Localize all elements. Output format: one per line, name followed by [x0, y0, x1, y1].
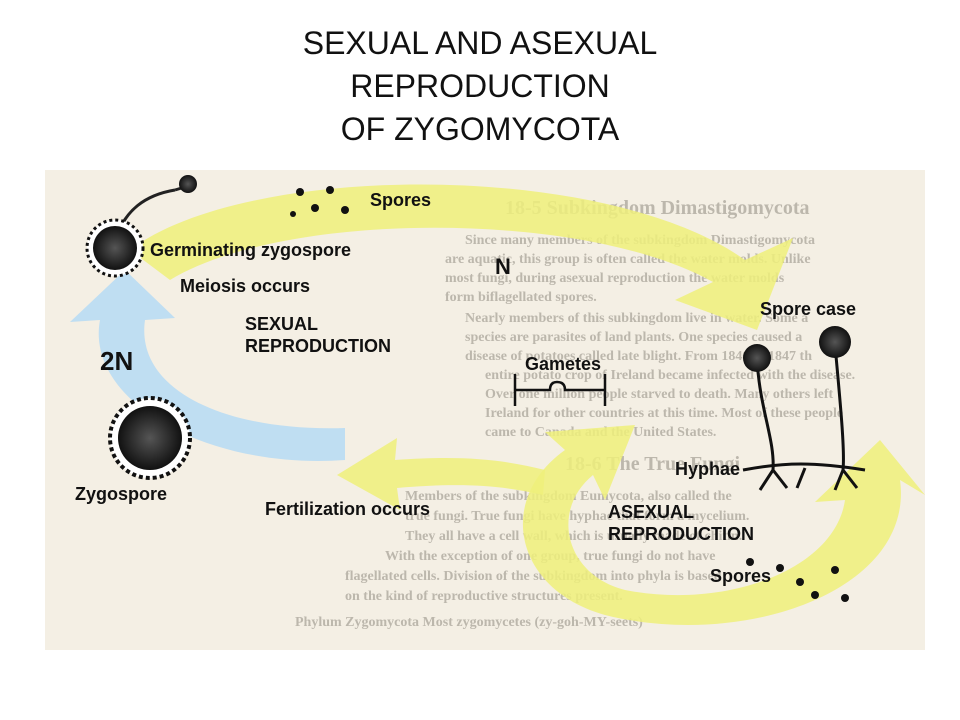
bg-para2-line: They all have a cell wall, which is usua…	[405, 529, 742, 544]
label-n: N	[495, 254, 511, 279]
label-sexual: SEXUAL	[245, 314, 318, 334]
bg-para2-line: flagellated cells. Division of the subki…	[345, 569, 722, 584]
label-spores-top: Spores	[370, 190, 431, 210]
label-asexual-reproduction: REPRODUCTION	[608, 524, 754, 544]
zygospore-illustration	[108, 396, 192, 480]
label-asexual: ASEXUAL	[608, 502, 694, 522]
label-gametes: Gametes	[525, 354, 601, 374]
bg-para2-line: on the kind of reproductive structures p…	[345, 589, 623, 604]
label-spore-case: Spore case	[760, 299, 856, 319]
title-line-3: OF ZYGOMYCOTA	[340, 111, 620, 147]
yellow-arrow-fertilization	[337, 438, 545, 510]
label-sexual-reproduction: REPRODUCTION	[245, 336, 391, 356]
yellow-arrow-top	[130, 184, 793, 330]
spore-case-illustration	[742, 326, 866, 491]
label-spores-bottom: Spores	[710, 566, 771, 586]
label-germinating-zygospore: Germinating zygospore	[150, 240, 351, 260]
zygomycota-life-cycle-diagram: 18-5 Subkingdom Dimastigomycota Since ma…	[45, 170, 925, 650]
blue-arrow-2n	[70, 270, 345, 461]
label-zygospore: Zygospore	[75, 484, 167, 504]
bg-para2-line: Phylum Zygomycota Most zygomycetes (zy-g…	[295, 615, 643, 630]
spores-dots-bottom	[746, 558, 849, 602]
bg-para1-line: Ireland for other countries at this time…	[485, 406, 843, 421]
label-2n: 2N	[100, 346, 133, 376]
label-hyphae: Hyphae	[675, 459, 740, 479]
bg-para1-line: entire potato crop of Ireland became inf…	[485, 368, 855, 383]
title-line-2: REPRODUCTION	[350, 68, 610, 104]
bg-para1-line: disease of potatoes called late blight. …	[465, 349, 812, 364]
bg-para2-line: true fungi. True fungi have hyphae that …	[405, 509, 749, 524]
bg-para1-line: form biflagellated spores.	[445, 290, 597, 305]
spores-dots-top	[290, 186, 349, 217]
title-line-1: SEXUAL AND ASEXUAL	[302, 25, 658, 61]
yellow-arrow-asexual-cycle	[522, 425, 925, 625]
label-fertilization-occurs: Fertilization occurs	[265, 499, 430, 519]
gametes-illustration	[513, 374, 607, 406]
background-textbook-text: 18-5 Subkingdom Dimastigomycota Since ma…	[295, 197, 855, 630]
slide-title: SEXUAL AND ASEXUAL REPRODUCTION OF ZYGOM…	[0, 22, 960, 151]
germinating-zygospore-illustration	[85, 175, 197, 278]
label-meiosis-occurs: Meiosis occurs	[180, 276, 310, 296]
bg-para1-line: species are parasites of land plants. On…	[465, 330, 802, 345]
